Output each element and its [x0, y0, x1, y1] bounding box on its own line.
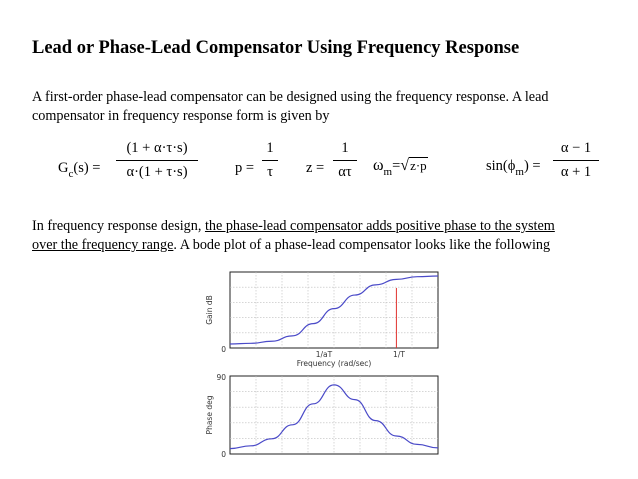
phase-series: [229, 384, 439, 450]
sin-phi-fraction: α − 1 α + 1: [553, 140, 599, 181]
bode-plot-svg: Gain dB 0 1/aT 1/T Frequency (rad/sec) P…: [205, 271, 439, 459]
gc-fraction: (1 + α·τ·s) α·(1 + τ·s): [116, 140, 198, 181]
gain-xtick-1-at: 1/aT: [316, 350, 333, 359]
body-paragraph: In frequency response design, the phase-…: [32, 217, 555, 255]
phase-lead-emphasis: the phase-lead compensator adds positive…: [204, 218, 555, 234]
phase-curve: [229, 384, 439, 450]
z-lhs: z =: [306, 160, 325, 176]
intro-paragraph: A first-order phase-lead compensator can…: [32, 88, 548, 126]
omega-m-equation: ωm=√z·p: [373, 157, 428, 178]
phase-ytick-0: 0: [221, 450, 226, 459]
gain-xlabel: Frequency (rad/sec): [297, 359, 372, 368]
bode-plot-figure: Gain dB 0 1/aT 1/T Frequency (rad/sec) P…: [196, 268, 446, 474]
gc-lhs: Gc(s) =: [58, 160, 101, 180]
gain-series: [229, 275, 439, 345]
body-line-1: In frequency response design, the phase-…: [32, 218, 555, 234]
p-fraction: 1 τ: [262, 140, 278, 181]
gain-curve: [229, 275, 439, 345]
body-line-2: over the frequency range. A bode plot of…: [32, 237, 551, 253]
phase-plot: Phase deg 90 0: [205, 373, 439, 459]
page-title: Lead or Phase-Lead Compensator Using Fre…: [32, 38, 520, 58]
gain-grid: [230, 272, 438, 348]
intro-line-2: compensator in frequency response form i…: [32, 108, 330, 124]
phase-ytick-90: 90: [216, 373, 226, 382]
gain-plot-frame: [229, 271, 439, 349]
frequency-range-emphasis: over the frequency range: [32, 237, 174, 253]
gain-plot: Gain dB 0 1/aT 1/T Frequency (rad/sec): [205, 271, 439, 368]
sin-phi-lhs: sin(ϕm) =: [486, 158, 541, 178]
phase-ylabel: Phase deg: [205, 395, 214, 434]
p-lhs: p =: [235, 160, 255, 176]
z-fraction: 1 ατ: [333, 140, 357, 181]
gain-xtick-1-t: 1/T: [393, 350, 405, 359]
gc-numerator: (1 + α·τ·s): [126, 140, 188, 156]
phase-grid: [230, 376, 438, 454]
gain-ytick-0: 0: [221, 345, 226, 354]
gc-denominator: α·(1 + τ·s): [126, 164, 188, 180]
intro-line-1: A first-order phase-lead compensator can…: [32, 89, 549, 105]
gain-ylabel: Gain dB: [205, 295, 214, 325]
